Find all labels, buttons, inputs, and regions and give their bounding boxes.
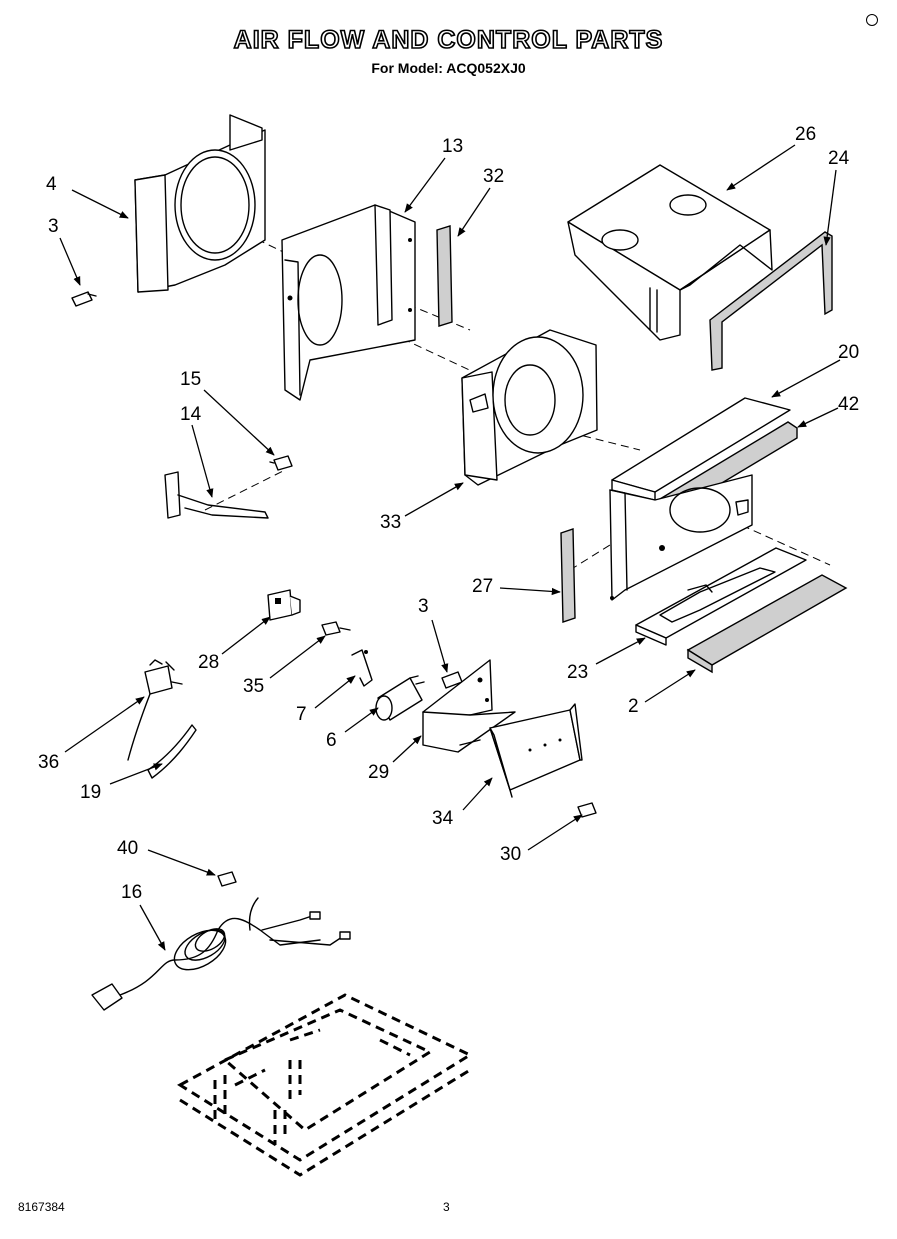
part-28-switch [267, 589, 301, 621]
model-subtitle: For Model: ACQ052XJ0 [371, 60, 526, 76]
part-7-capacitor-clamp [351, 649, 373, 687]
part-24-gasket-frame [709, 231, 833, 371]
callout-26: 26 [795, 124, 816, 145]
callout-3-lower: 3 [418, 596, 429, 617]
callout-19: 19 [80, 782, 101, 803]
callout-33: 33 [380, 512, 401, 533]
part-23-drain-base [635, 547, 807, 646]
callout-labels: 4 3 13 32 26 24 20 42 15 14 33 27 23 2 2… [38, 124, 859, 903]
callout-30: 30 [500, 844, 521, 865]
callout-36: 36 [38, 752, 59, 773]
callout-16: 16 [121, 882, 142, 903]
callout-3-upper: 3 [48, 216, 59, 237]
callout-2: 2 [628, 696, 639, 717]
callout-20: 20 [838, 342, 859, 363]
callout-28: 28 [198, 652, 219, 673]
part-36-thermostat [127, 659, 183, 761]
part-6-capacitor [375, 675, 425, 721]
callout-24: 24 [828, 148, 850, 169]
part-20-deflector [611, 397, 791, 501]
callout-6: 6 [326, 730, 337, 751]
page-title: AIR FLOW AND CONTROL PARTS [233, 25, 664, 55]
callout-13: 13 [442, 136, 463, 157]
part-2-foam-pad [686, 574, 848, 674]
callout-34: 34 [432, 808, 454, 829]
callout-32: 32 [483, 166, 504, 187]
part-35-screw [321, 621, 351, 636]
part-16-power-cord [91, 897, 351, 1011]
part-30-screw [577, 802, 597, 818]
part-26-top-cover [567, 164, 773, 341]
part-40-screw [217, 871, 237, 887]
document-part-number: 8167384 [18, 1200, 65, 1214]
part-33-fan-scroll [461, 329, 598, 486]
part-32-foam-strip [436, 225, 453, 327]
part-19-tubing [147, 724, 197, 779]
callout-27: 27 [472, 576, 493, 597]
corner-registration-mark [866, 14, 878, 26]
part-14-bracket [164, 471, 269, 519]
page-number: 3 [443, 1200, 450, 1214]
callout-42: 42 [838, 394, 859, 415]
callout-4: 4 [46, 174, 57, 195]
callout-29: 29 [368, 762, 389, 783]
part-29-control-bracket [422, 659, 516, 753]
part-15-screw [269, 455, 293, 471]
callout-14: 14 [180, 404, 202, 425]
callout-23: 23 [567, 662, 588, 683]
part-13-barrier-panel [281, 204, 416, 401]
part-27-foam-strip [560, 528, 576, 623]
leader-lines [59, 144, 841, 951]
part-34-control-cover [489, 703, 583, 798]
base-pan-hidden [177, 993, 474, 1177]
callout-40: 40 [117, 838, 138, 859]
callout-15: 15 [180, 369, 201, 390]
evaporator-housing-panel [609, 474, 753, 601]
callout-7: 7 [296, 704, 307, 725]
callout-35: 35 [243, 676, 264, 697]
part-4-shroud-plate [134, 114, 266, 293]
part-3-screw-upper [71, 291, 97, 307]
